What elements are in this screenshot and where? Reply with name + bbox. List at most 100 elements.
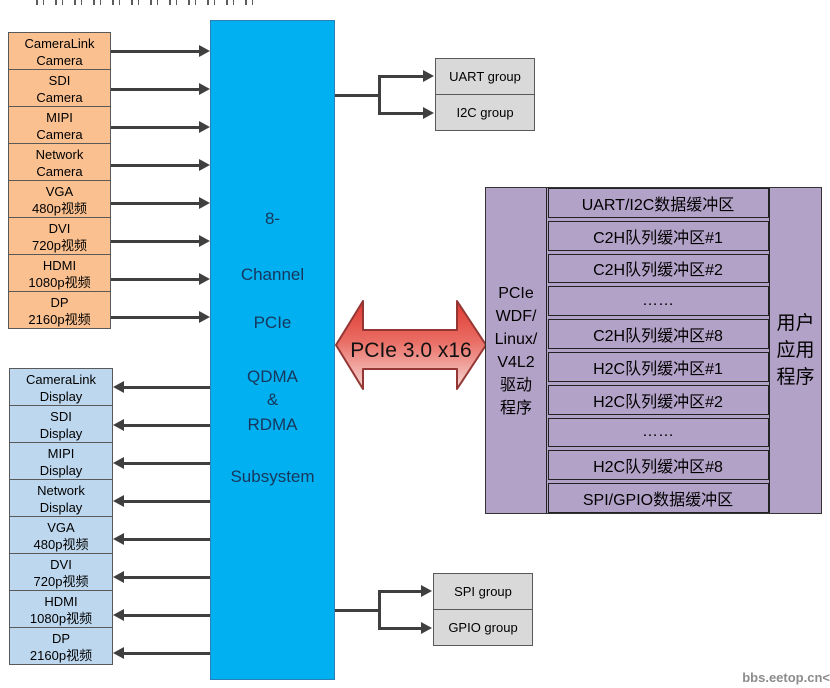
box-sublabel: Camera	[36, 90, 83, 105]
box-sublabel: 2160p视频	[28, 312, 91, 327]
buffer-row: C2H队列缓冲区#2	[547, 253, 769, 284]
box-label: DP	[50, 295, 69, 310]
left-arrowhead-icon	[113, 381, 124, 393]
buffer-row-list: UART/I2C数据缓冲区 C2H队列缓冲区#1 C2H队列缓冲区#2 …… C…	[547, 188, 769, 513]
box-label: Network	[37, 483, 85, 498]
output-arrow-line	[124, 538, 210, 541]
box-sublabel: Display	[39, 500, 83, 515]
box-sublabel: 1080p视频	[28, 275, 91, 290]
buffer-row: SPI/GPIO数据缓冲区	[547, 483, 769, 513]
box-sublabel: Display	[39, 426, 83, 441]
user-app-column: 用户 应用 程序	[769, 188, 821, 513]
box-sublabel: Display	[39, 389, 83, 404]
uart-group-box: UART group	[435, 58, 535, 95]
buffer-row: H2C队列缓冲区#8	[547, 450, 769, 481]
box-label: CameraLink	[24, 36, 95, 51]
driver-buffer-block: PCIe WDF/ Linux/ V4L2 驱动 程序 UART/I2C数据缓冲…	[485, 187, 822, 514]
spi-gpio-group-box: SPI group GPIO group	[433, 573, 533, 646]
pcie-qdma-subsystem-box: 8- Channel PCIe QDMA & RDMA Subsystem	[210, 20, 335, 680]
box-sublabel: 480p视频	[33, 537, 89, 552]
right-arrowhead-icon	[199, 235, 210, 247]
input-arrow-line	[111, 164, 199, 167]
buffer-row: H2C队列缓冲区#2	[547, 384, 769, 415]
box-label: DVI	[50, 557, 72, 572]
right-arrowhead-icon	[199, 121, 210, 133]
output-arrow-line	[124, 614, 210, 617]
cropped-title-marks	[36, 0, 264, 5]
output-arrow-line	[124, 652, 210, 655]
box-sublabel: 480p视频	[32, 201, 87, 216]
camera-input-box: MIPI Camera	[8, 106, 111, 144]
spi-branch-line	[378, 590, 421, 593]
box-label: SDI	[50, 409, 72, 424]
output-arrow-line	[124, 386, 210, 389]
output-arrow-line	[124, 576, 210, 579]
input-arrow-line	[111, 202, 199, 205]
gpio-group-box: GPIO group	[433, 609, 533, 646]
i2c-group-box: I2C group	[435, 94, 535, 131]
display-output-box: HDMI 1080p视频	[9, 590, 113, 628]
box-sublabel: Camera	[36, 53, 83, 68]
box-sublabel: Camera	[36, 164, 83, 179]
left-arrowhead-icon	[113, 419, 124, 431]
uart-i2c-branch-line	[378, 75, 381, 115]
input-arrow-line	[111, 240, 199, 243]
camera-input-box: DP 2160p视频	[8, 291, 111, 329]
spi-gpio-connector-line	[335, 609, 381, 612]
subsystem-label-line: Channel	[240, 265, 305, 284]
box-sublabel: 1080p视频	[29, 611, 93, 626]
buffer-row: H2C队列缓冲区#1	[547, 351, 769, 382]
uart-i2c-group-box: UART group I2C group	[435, 58, 535, 131]
uart-branch-line	[378, 75, 423, 78]
box-label: VGA	[45, 184, 74, 199]
box-label: SDI	[48, 73, 71, 88]
subsystem-label-line: &	[266, 390, 279, 409]
right-arrowhead-icon	[423, 107, 434, 119]
box-label: MIPI	[46, 110, 73, 125]
box-label: HDMI	[44, 594, 78, 609]
driver-label-line: V4L2	[497, 353, 535, 371]
input-arrow-line	[111, 50, 199, 53]
input-arrow-line	[111, 126, 199, 129]
left-arrowhead-icon	[113, 533, 124, 545]
buffer-row: ……	[547, 286, 769, 317]
right-arrowhead-icon	[199, 273, 210, 285]
output-arrow-line	[124, 462, 210, 465]
spi-gpio-branch-line	[378, 590, 381, 630]
buffer-row: C2H队列缓冲区#8	[547, 319, 769, 349]
driver-label-line: 驱动	[499, 376, 532, 394]
watermark: bbs.eetop.cn<	[742, 670, 830, 685]
input-arrow-line	[111, 88, 199, 91]
right-arrowhead-icon	[199, 45, 210, 57]
left-arrowhead-icon	[113, 609, 124, 621]
camera-input-box: VGA 480p视频	[8, 180, 111, 218]
subsystem-label-line: RDMA	[247, 415, 298, 434]
camera-input-box: SDI Camera	[8, 69, 111, 107]
box-label: Network	[35, 147, 84, 162]
right-arrowhead-icon	[199, 197, 210, 209]
buffer-row: UART/I2C数据缓冲区	[547, 188, 769, 218]
right-arrowhead-icon	[199, 159, 210, 171]
subsystem-label-line: PCIe	[253, 313, 292, 332]
right-arrowhead-icon	[421, 585, 432, 597]
right-arrowhead-icon	[199, 83, 210, 95]
output-arrow-line	[124, 500, 210, 503]
box-label: DP	[51, 631, 71, 646]
i2c-branch-line	[378, 112, 423, 115]
input-arrow-line	[111, 316, 199, 319]
user-app-label-line: 应用	[776, 340, 815, 361]
box-sublabel: Camera	[36, 127, 83, 142]
box-label: CameraLink	[25, 372, 97, 387]
box-sublabel: Display	[39, 463, 83, 478]
